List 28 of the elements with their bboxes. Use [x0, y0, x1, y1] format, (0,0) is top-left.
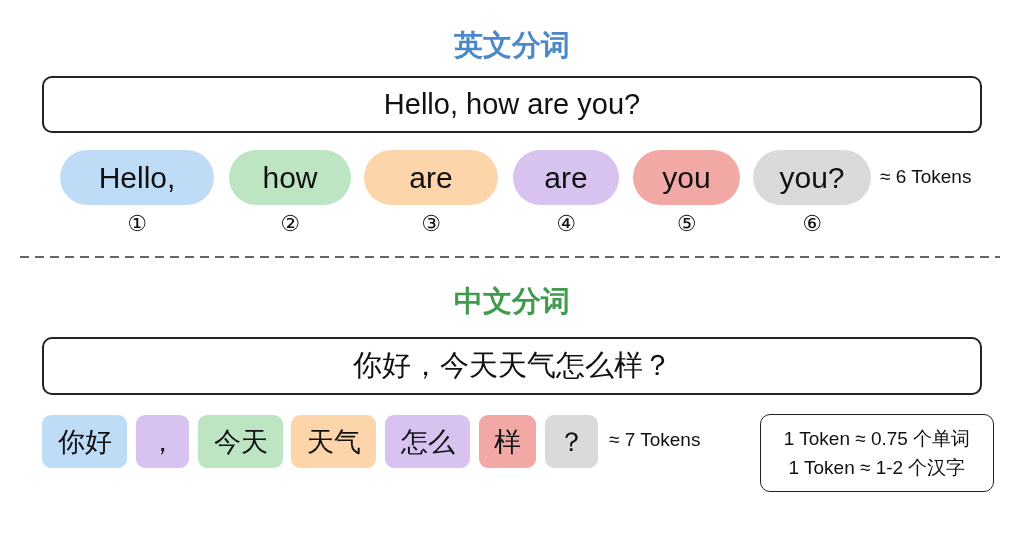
token-tile: 你好	[42, 415, 127, 468]
index-number: ②	[279, 211, 301, 237]
note-text: 1 Token ≈ 1-2 个汉字	[788, 456, 966, 480]
token-pill: you?	[753, 150, 871, 205]
token-tile: 样	[479, 415, 536, 468]
token-tile: ？	[545, 415, 598, 468]
token-pill: how	[229, 150, 351, 205]
token-pill: are	[364, 150, 498, 205]
token-tile: ，	[136, 415, 189, 468]
token-count-text: ≈ 6 Tokens	[880, 166, 973, 188]
token-tile: 今天	[198, 415, 283, 468]
token-tile: 天气	[291, 415, 376, 468]
sentence-box: Hello, how are you?	[42, 76, 982, 133]
token-count-text: ≈ 7 Tokens	[609, 429, 702, 451]
index-number: ⑤	[675, 211, 698, 237]
note-text: 1 Token ≈ 0.75 个单词	[783, 427, 971, 451]
section-heading: 中文分词	[453, 284, 571, 319]
index-number: ④	[555, 211, 577, 237]
index-number: ①	[126, 211, 148, 237]
index-number: ③	[420, 211, 442, 237]
index-number: ⑥	[801, 211, 823, 237]
token-pill: are	[513, 150, 619, 205]
token-pill: Hello,	[60, 150, 214, 205]
note-box	[760, 414, 994, 492]
sentence-box: 你好，今天天气怎么样？	[42, 337, 982, 395]
token-tile: 怎么	[385, 415, 470, 468]
section-heading: 英文分词	[453, 28, 571, 63]
token-pill: you	[633, 150, 740, 205]
